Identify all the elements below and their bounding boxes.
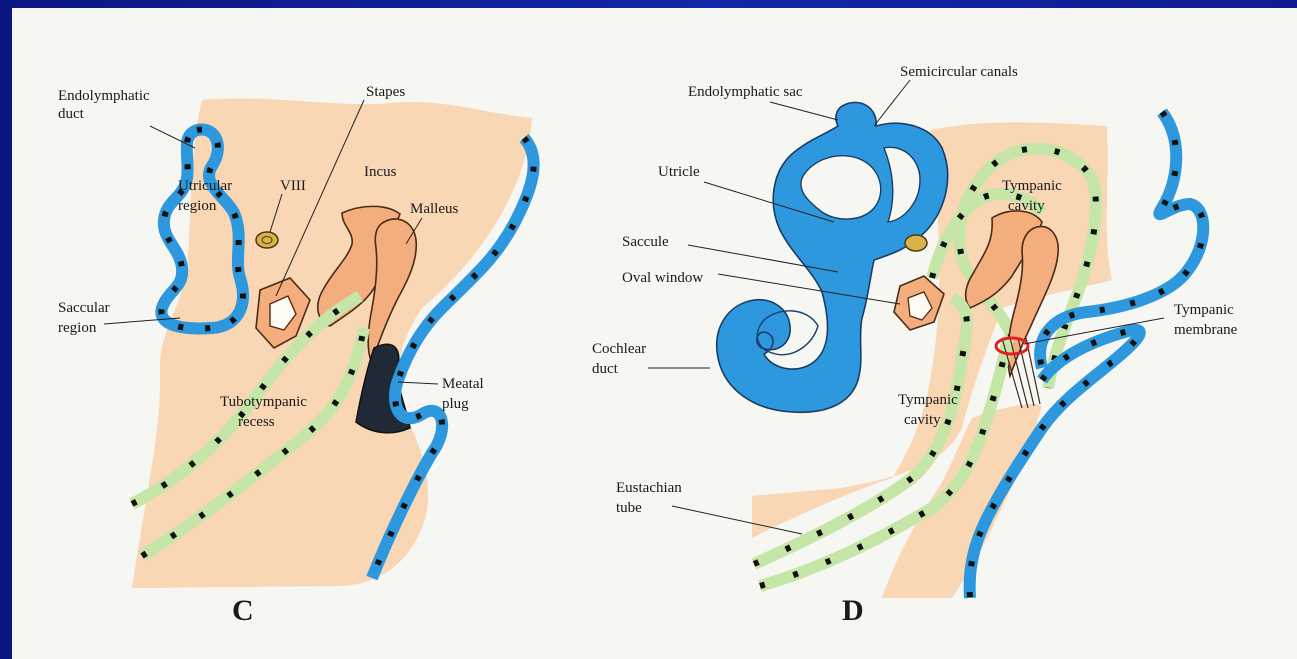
label-tympanic-membrane-line1: Tympanic [1174,302,1234,318]
membranous-labyrinth [717,102,948,412]
label-utricular-region-line1: Utricular [178,178,232,194]
label-tympanic-cavity-upper-line2: cavity [1008,198,1045,214]
label-cochlear-duct-line1: Cochlear [592,341,646,357]
label-endolymphatic-duct-line1: Endolymphatic [58,88,150,104]
leader-oval-window [718,274,900,304]
label-endolymphatic-sac: Endolymphatic sac [688,84,803,100]
label-meatal-plug-line1: Meatal [442,376,484,392]
leader-semicircular-canals [874,80,910,126]
label-utricular-region-line2: region [178,198,217,214]
label-tympanic-membrane-line2: membrane [1174,322,1238,338]
label-eustachian-tube-line1: Eustachian [616,480,682,496]
ear-diagram-svg: Endolymphatic duct Utricular region VIII… [12,8,1297,659]
viii-ganglion [256,232,278,248]
leader-endolymphatic-sac [770,102,838,120]
label-tympanic-cavity-lower-line1: Tympanic [898,392,958,408]
label-eustachian-tube-line2: tube [616,500,642,516]
label-tympanic-cavity-upper-line1: Tympanic [1002,178,1062,194]
label-incus: Incus [364,164,397,180]
panel-d-tissue-lower [882,404,1042,598]
label-tubotympanic-recess-line2: recess [238,414,275,430]
label-cochlear-duct-line2: duct [592,361,619,377]
label-tympanic-cavity-lower-line2: cavity [904,412,941,428]
label-malleus: Malleus [410,201,458,217]
label-meatal-plug-line2: plug [442,396,469,412]
label-semicircular-canals: Semicircular canals [900,64,1018,80]
label-saccular-region-line2: region [58,320,97,336]
label-utricle: Utricle [658,164,700,180]
panel-letter-d: D [842,594,864,627]
panel-c: Endolymphatic duct Utricular region VIII… [58,84,534,627]
label-endolymphatic-duct-line2: duct [58,106,85,122]
leader-meatal-plug [398,382,438,384]
label-oval-window: Oval window [622,270,703,286]
panel-d: Endolymphatic sac Semicircular canals Ut… [592,64,1238,627]
label-viii: VIII [280,178,306,194]
label-tubotympanic-recess-line1: Tubotympanic [220,394,307,410]
label-saccule: Saccule [622,234,669,250]
ear-development-figure: Endolymphatic duct Utricular region VIII… [12,8,1297,659]
label-saccular-region-line1: Saccular [58,300,110,316]
panel-letter-c: C [232,594,254,627]
label-stapes: Stapes [366,84,405,100]
ganglion-d [905,235,927,251]
